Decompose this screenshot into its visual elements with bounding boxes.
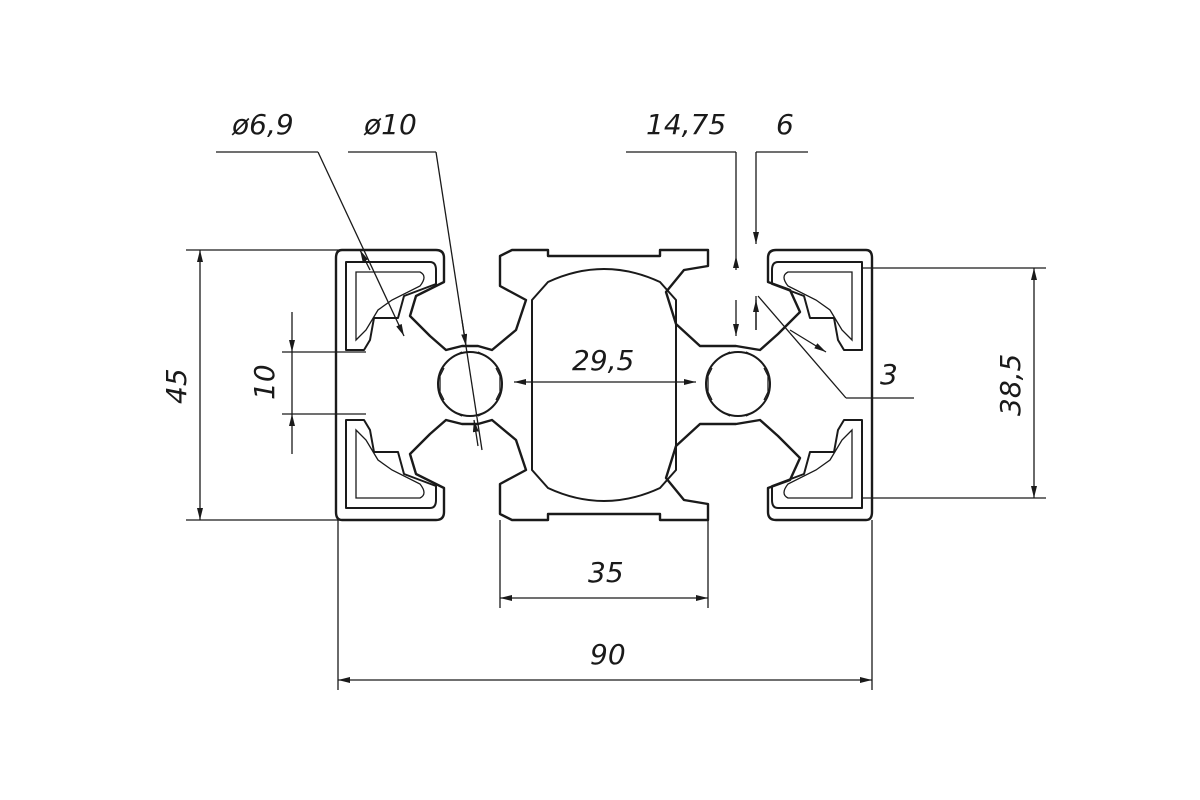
right-core-hole [705,351,771,417]
dim-height-45: 45 [160,368,193,404]
dim-center-width-35: 35 [588,556,624,589]
slot-top-left-inner [355,271,425,342]
profile-left-section [334,248,874,522]
slot-bottom-right [771,419,863,509]
slot-bottom-left-inner [355,428,425,499]
dimension-lines [186,151,1046,690]
slot-bottom-left [345,419,437,509]
dim-offset-14-75: 14,75 [646,108,726,141]
slot-bottom-right-inner [783,428,853,499]
dim-hole-large-diameter: ø10 [363,108,417,141]
dim-slot-opening-10: 10 [248,364,281,400]
central-cavity [531,268,677,502]
slot-top-right-inner [783,271,853,342]
dim-slot-6: 6 [776,108,794,141]
dim-hole-small-diameter: ø6,9 [231,108,294,141]
left-core-hole [437,351,503,417]
slot-top-right [771,261,863,351]
slot-top-left [345,261,437,351]
dim-inner-height-38-5: 38,5 [994,354,1027,416]
dim-wall-3: 3 [880,358,898,391]
dim-inner-width-29-5: 29,5 [572,344,634,377]
dim-total-width-90: 90 [590,638,626,671]
profile-cross-section [334,248,874,522]
